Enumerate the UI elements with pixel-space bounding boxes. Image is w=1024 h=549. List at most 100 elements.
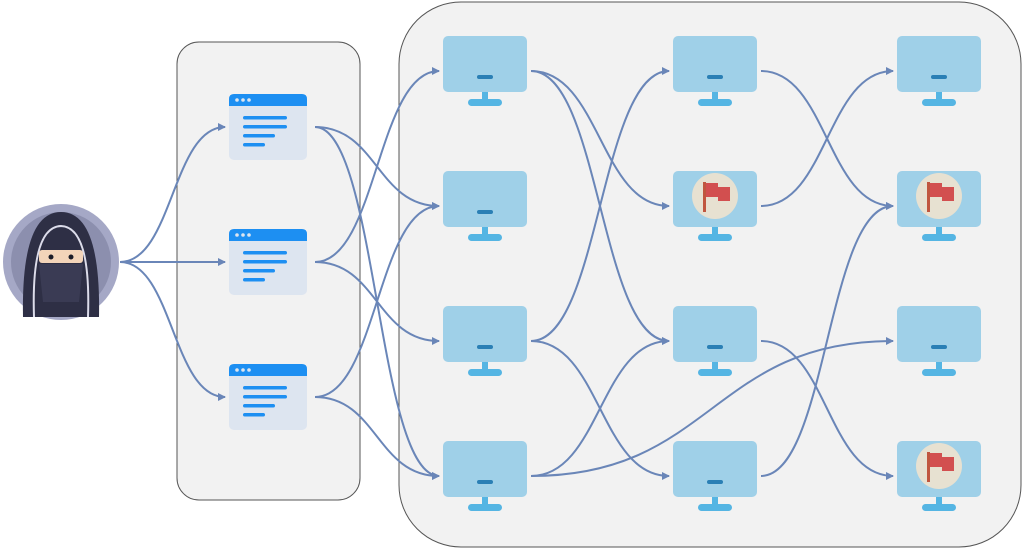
avatar-left-eye [48, 254, 54, 260]
monitor-neck [482, 497, 488, 505]
computer-icon [897, 36, 981, 106]
browser-window-dot [247, 98, 251, 102]
browser-title-bar [229, 94, 307, 106]
monitor-base [922, 234, 956, 241]
monitor-neck [482, 362, 488, 370]
browser-text-line [243, 395, 287, 399]
monitor-neck [936, 92, 942, 100]
browser-text-line [243, 278, 265, 282]
monitor-screen-mark [931, 75, 947, 79]
browser-text-line [243, 413, 265, 417]
browser-window-icon [229, 229, 307, 295]
avatar-eyes-band [39, 250, 83, 263]
monitor-base [922, 99, 956, 106]
browser-window-dot [247, 368, 251, 372]
monitor-base [468, 369, 502, 376]
computer-icon [443, 36, 527, 106]
edge-c23-to-c34 [760, 340, 894, 480]
veiled-user-avatar-icon [3, 204, 119, 320]
monitor-neck [936, 497, 942, 505]
monitor-screen [897, 36, 981, 92]
browser-text-line [243, 125, 287, 129]
avatar-right-eye [68, 254, 74, 260]
monitor-screen-mark [477, 210, 493, 214]
browser-title-bar [229, 229, 307, 241]
computer-icon [673, 441, 757, 511]
monitor-base [468, 234, 502, 241]
browser-window-dot [235, 233, 239, 237]
monitor-screen-mark [477, 75, 493, 79]
network-group-panel [398, 1, 1022, 548]
browser-text-line [243, 116, 287, 120]
flag-pole [927, 452, 930, 482]
monitor-base [468, 504, 502, 511]
monitor-screen-mark [931, 345, 947, 349]
computer-icon [897, 306, 981, 376]
browser-text-line [243, 404, 275, 408]
edge-c14-to-c33 [530, 337, 894, 477]
browser-window-dot [235, 98, 239, 102]
browser-window-dot [235, 368, 239, 372]
monitor-screen [443, 306, 527, 362]
monitor-base [922, 369, 956, 376]
monitor-base [698, 369, 732, 376]
monitor-base [698, 234, 732, 241]
browser-window-icon [229, 364, 307, 430]
flagged-computer-icon [673, 171, 757, 241]
edge-c11-to-c22 [530, 70, 670, 210]
browser-text-line [243, 386, 287, 390]
monitor-screen-mark [707, 345, 723, 349]
monitor-neck [712, 497, 718, 505]
edge-b2-to-c11 [314, 67, 440, 263]
edge-c13-to-c21 [530, 67, 670, 342]
monitor-screen [443, 171, 527, 227]
flag-pole [927, 182, 930, 212]
edge-c24-to-c32 [760, 202, 894, 477]
red-flag-icon [930, 183, 954, 201]
browser-window-dot [241, 368, 245, 372]
edge-b3-to-c12 [314, 202, 440, 398]
avatar-hood-trim [32, 224, 90, 318]
monitor-screen [673, 36, 757, 92]
monitor-screen [897, 306, 981, 362]
monitor-neck [482, 227, 488, 235]
computer-icon [443, 306, 527, 376]
edge-b3-to-c14 [314, 396, 440, 480]
monitor-screen-mark [707, 75, 723, 79]
monitor-screen-mark [477, 345, 493, 349]
browser-title-bar [229, 364, 307, 376]
monitor-neck [936, 362, 942, 370]
flagged-computer-icon [897, 171, 981, 241]
monitor-screen-mark [707, 480, 723, 484]
browser-text-line [243, 251, 287, 255]
monitor-screen [673, 306, 757, 362]
browser-text-line [243, 269, 275, 273]
edge-c22-to-c31 [760, 67, 894, 207]
monitor-neck [936, 227, 942, 235]
browser-text-line [243, 134, 275, 138]
browser-window-dot [247, 233, 251, 237]
monitor-screen [443, 36, 527, 92]
monitor-neck [712, 362, 718, 370]
red-flag-icon [930, 453, 954, 471]
edges-layer [119, 67, 894, 480]
browser-window-dot [241, 98, 245, 102]
monitor-screen [443, 441, 527, 497]
browser-text-line [243, 143, 265, 147]
monitor-base [468, 99, 502, 106]
monitor-base [922, 504, 956, 511]
flag-pole [703, 182, 706, 212]
monitor-screen [673, 441, 757, 497]
monitor-neck [712, 92, 718, 100]
computer-icon [443, 171, 527, 241]
computer-icon [443, 441, 527, 511]
browser-text-line [243, 260, 287, 264]
browser-window-icon [229, 94, 307, 160]
edge-user-to-b3 [119, 261, 226, 401]
red-flag-icon [706, 183, 730, 201]
edge-c14-to-c23 [530, 337, 670, 477]
monitor-neck [712, 227, 718, 235]
monitor-base [698, 504, 732, 511]
